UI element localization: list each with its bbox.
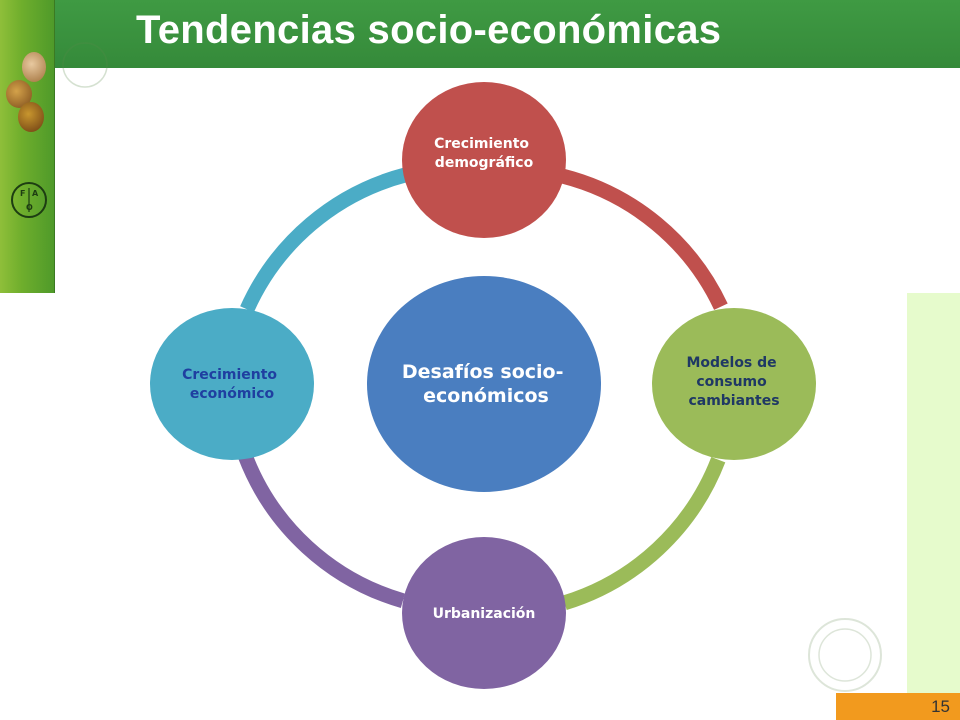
arc-economico-to-demografico — [240, 167, 408, 313]
svg-text:F: F — [20, 189, 25, 198]
node-crecimiento-demografico-line-1: Crecimiento — [434, 136, 529, 152]
page-number-tab: 15 — [836, 693, 960, 720]
node-modelos-consumo-line-2: consumo — [696, 374, 767, 390]
node-modelos-consumo-line-3: cambiantes — [688, 393, 779, 409]
node-crecimiento-demografico — [402, 82, 566, 238]
center-label-line-1: Desafíos socio- — [402, 361, 564, 383]
page-number: 15 — [931, 697, 950, 716]
node-crecimiento-demografico-line-2: demográfico — [435, 155, 534, 171]
node-modelos-consumo-line-1: Modelos de — [686, 355, 776, 371]
food-photo-3 — [18, 102, 44, 132]
center-label-line-2: económicos — [423, 385, 549, 407]
watermark-emblem-icon — [808, 618, 882, 692]
svg-text:A: A — [32, 189, 39, 198]
food-photo-1 — [22, 52, 46, 82]
node-crecimiento-demografico-label: Crecimiento demográfico — [434, 136, 534, 171]
fao-logo-icon: F A O — [11, 182, 47, 218]
center-circle — [367, 276, 601, 492]
node-crecimiento-economico-line-2: económico — [190, 386, 275, 402]
node-urbanizacion-label: Urbanización — [433, 606, 536, 622]
node-crecimiento-economico — [150, 308, 314, 460]
slide-title: Tendencias socio-económicas — [136, 8, 722, 52]
arc-urbanizacion-to-economico — [238, 453, 405, 609]
header-bar — [0, 0, 960, 68]
center-label: Desafíos socio- económicos — [402, 361, 570, 407]
node-modelos-consumo — [652, 308, 816, 460]
arc-consumo-to-urbanizacion — [562, 456, 726, 610]
node-urbanizacion-line-1: Urbanización — [433, 606, 536, 622]
arc-demografico-to-consumo — [560, 168, 728, 310]
node-modelos-consumo-label: Modelos de consumo cambiantes — [686, 355, 781, 409]
left-decorative-strip: F A O — [0, 0, 55, 293]
node-urbanizacion — [402, 537, 566, 689]
node-crecimiento-economico-line-1: Crecimiento — [182, 367, 277, 383]
right-panel — [907, 293, 960, 693]
watermark-seal-icon — [62, 42, 108, 88]
node-crecimiento-economico-label: Crecimiento económico — [182, 367, 282, 402]
